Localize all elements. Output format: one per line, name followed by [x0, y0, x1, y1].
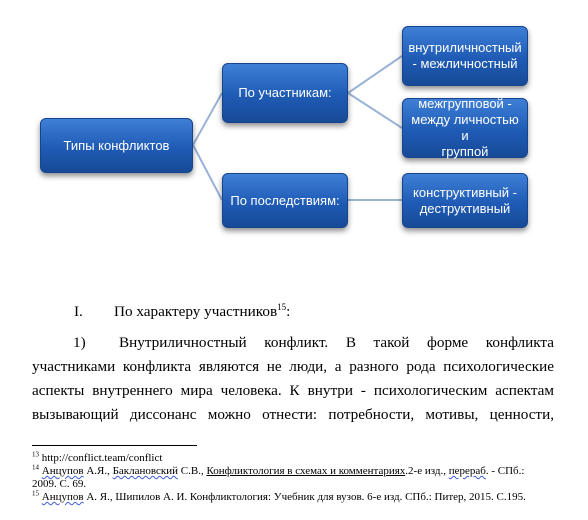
footnote-15: 15 Анцупов А. Я., Шипилов А. И. Конфликт… [32, 489, 558, 504]
node-participants-label: По участникам: [238, 85, 332, 100]
footnote-13-number: 13 [32, 450, 39, 459]
node-intergroup-label-line3: группой [441, 144, 489, 159]
heading-footnote-ref: 15 [277, 301, 287, 312]
node-intra-inter-personal: внутриличностный - межличностный [402, 26, 528, 86]
paragraph-line-1-text: Внутриличностный конфликт. В такой форме… [119, 334, 554, 351]
heading-text-wrap: По характеру участников15: [114, 302, 290, 322]
heading-text: По характеру участников [114, 303, 278, 320]
paragraph-number: 1) [73, 334, 86, 351]
footnote-14-number: 14 [32, 463, 39, 472]
diagram-connectors [192, 55, 403, 201]
footnote-13-link[interactable]: http://conflict.team/conflict [41, 452, 163, 464]
footnote-14: 14 Анцупов А.Я., Баклановский С.В., Конф… [32, 463, 558, 478]
footnote-14-coauthor: Баклановский [112, 465, 179, 477]
footnote-15-text: А. Я., Шипилов А. И. Конфликтология: Уче… [83, 491, 526, 503]
footnote-14-author: Анцупов [41, 465, 84, 477]
paragraph-line-4: вызывающий диссонанс можно отнести: потр… [32, 406, 554, 423]
heading-number: I. [74, 303, 83, 320]
node-constructive-destructive: конструктивный - деструктивный [402, 173, 528, 228]
connector-participants-intra [347, 55, 403, 94]
footnote-15-author: Анцупов [41, 491, 84, 503]
connector-participants-intergroup [347, 92, 403, 129]
footnote-14-text-d: . - СПб.: [485, 465, 525, 477]
node-intergroup: межгрупповой - между личностью и группой [402, 96, 528, 159]
paragraph-line-2: участниками конфликта являются не люди, … [32, 358, 554, 375]
footnote-14-revised: перераб [448, 465, 486, 477]
footnote-separator [32, 445, 197, 446]
node-intra-label-line2: - межличностный [412, 56, 518, 71]
conflict-types-diagram: Типы конфликтов По участникам: По послед… [40, 26, 528, 228]
paragraph-line-3: аспекты внутреннего мира человека. К вну… [32, 382, 554, 399]
node-by-consequences: По последствиям: [222, 173, 348, 228]
node-by-participants: По участникам: [222, 63, 348, 123]
footnote-14-text-b: С.В., [178, 465, 207, 477]
node-intergroup-label-line1: межгрупповой - [418, 96, 512, 111]
footnote-14-text-a: А.Я., [83, 465, 113, 477]
heading-colon: : [286, 303, 291, 320]
footnote-14-text-c: .2-е изд., [405, 465, 449, 477]
node-constructive-label-line1: конструктивный - [413, 184, 517, 200]
node-constructive-label-line2: деструктивный [419, 200, 511, 216]
node-root-label: Типы конфликтов [63, 137, 170, 153]
footnote-14-year: 2009. С. 69. [32, 478, 87, 490]
connector-root-consequences [192, 144, 223, 201]
node-intergroup-label-line2: между личностью и [411, 112, 519, 143]
node-intra-label-line1: внутриличностный [408, 40, 522, 55]
footnote-14-title: Конфликтология в схемах и комментариях [206, 465, 406, 477]
connector-root-participants [192, 92, 223, 146]
footnote-13: 13 http://conflict.team/conflict [32, 450, 558, 465]
footnote-15-number: 15 [32, 489, 39, 498]
node-root-conflict-types: Типы конфликтов [40, 118, 193, 173]
footnote-14-line-2: 2009. С. 69. [32, 478, 558, 491]
node-consequences-label: По последствиям: [230, 192, 340, 208]
